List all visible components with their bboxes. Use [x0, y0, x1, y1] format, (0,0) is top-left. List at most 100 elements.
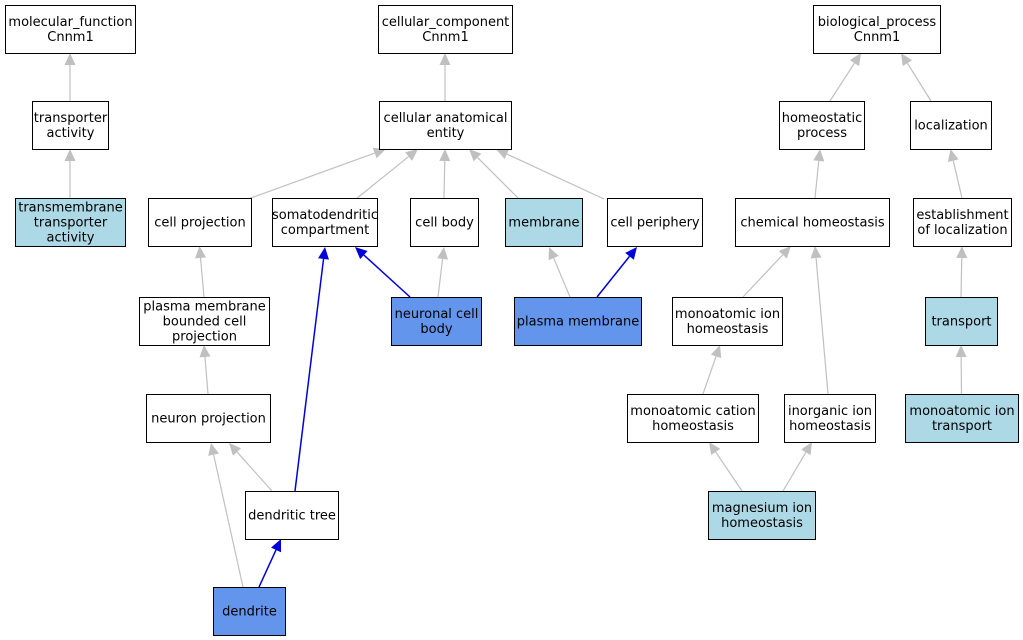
edge-dendritic_tree-to-somatodendritic_compartment [294, 247, 329, 492]
edge-neuronal_cell_body-to-somatodendritic_compartment [355, 247, 411, 298]
edge-line [782, 452, 807, 492]
arrowhead [625, 247, 637, 260]
node-box [925, 297, 998, 346]
edge-line [247, 152, 375, 200]
node-box [245, 491, 339, 540]
node-label: molecular_function [8, 15, 132, 30]
node-label: Cnnm1 [422, 30, 469, 45]
edge-cell_periphery-to-cellular_anatomical_entity [496, 149, 605, 200]
edge-line [702, 356, 717, 395]
edge-cell_body-to-cellular_anatomical_entity [439, 149, 451, 199]
edge-homeostatic_process-to-bp_root [829, 53, 861, 102]
node-cell-projection[interactable]: cell projection [148, 198, 252, 247]
node-cell-periphery[interactable]: cell periphery [607, 198, 703, 247]
node-dendritic-tree[interactable]: dendritic tree [245, 491, 339, 540]
edge-line [906, 62, 932, 102]
node-label: cell periphery [610, 216, 700, 231]
edge-line [814, 160, 820, 199]
node-label: dendritic tree [248, 509, 336, 524]
node-label: dendrite [222, 605, 277, 620]
node-label: activity [47, 126, 95, 141]
arrowhead [901, 53, 913, 67]
arrowhead [208, 443, 219, 456]
node-label: somatodendritic [272, 208, 378, 223]
node-box [627, 394, 759, 443]
node-box [15, 198, 126, 247]
node-label: neuron projection [151, 412, 266, 427]
node-label: homeostasis [721, 516, 803, 531]
edge-dendrite-to-dendritic_tree [258, 539, 281, 588]
arrowhead [496, 149, 510, 160]
arrowhead [548, 247, 559, 261]
edge-monoatomic_ion_homeostasis-to-chemical_homeostasis [742, 246, 791, 298]
node-transport[interactable]: transport [925, 297, 998, 346]
node-plasma-membrane[interactable]: plasma membrane [514, 297, 642, 346]
node-box [148, 198, 252, 247]
edge-dendrite-to-neuron_projection [208, 443, 244, 588]
edge-line [596, 255, 631, 298]
edge-plasma_membrane-to-membrane [548, 247, 571, 298]
edge-plasma_membrane-to-cell_periphery [596, 247, 637, 298]
node-localization[interactable]: localization [910, 101, 992, 150]
arrowhead [810, 246, 822, 259]
node-membrane[interactable]: membrane [505, 198, 583, 247]
node-neuron-projection[interactable]: neuron projection [146, 394, 271, 443]
node-chemical-homeostasis[interactable]: chemical homeostasis [735, 198, 890, 247]
arrowhead [439, 149, 451, 162]
edge-inorganic_ion_homeostasis-to-chemical_homeostasis [810, 246, 829, 395]
edge-line [742, 254, 784, 298]
node-label: magnesium ion [712, 501, 812, 516]
arrowhead [813, 149, 825, 162]
edge-localization-to-bp_root [901, 53, 932, 102]
node-label: bounded cell [163, 315, 247, 330]
edge-line [829, 62, 855, 102]
edge-cellular_anatomical_entity-to-cc_root [439, 53, 451, 101]
node-box [905, 394, 1019, 443]
node-box [505, 198, 583, 247]
node-label: homeostasis [687, 322, 769, 337]
node-label: inorganic ion [788, 404, 872, 419]
node-label: chemical homeostasis [740, 216, 885, 231]
node-dendrite[interactable]: dendrite [213, 587, 286, 636]
edge-line [199, 257, 205, 298]
node-box [607, 198, 703, 247]
edge-line [363, 254, 411, 298]
node-label: transporter [34, 216, 108, 231]
node-label: cell projection [154, 216, 245, 231]
arrowhead [469, 149, 482, 162]
edge-line [553, 257, 571, 298]
edge-establishment_of_localization-to-localization [947, 149, 963, 199]
arrowhead [709, 442, 721, 456]
node-label: localization [914, 119, 988, 134]
node-cell-body[interactable]: cell body [410, 198, 479, 247]
arrowhead [355, 247, 368, 260]
node-box [272, 198, 378, 247]
edge-line [443, 160, 446, 199]
arrowhead [405, 149, 418, 161]
node-box [735, 198, 890, 247]
edge-transporter_activity-to-mf_root [64, 53, 76, 101]
edge-monoatomic_ion_transport-to-transport [955, 345, 967, 395]
arrowhead [318, 247, 329, 260]
edge-membrane-to-cellular_anatomical_entity [469, 149, 520, 200]
arrowhead [372, 147, 386, 159]
node-box [32, 101, 109, 150]
node-label: Cnnm1 [854, 30, 901, 45]
node-label: monoatomic ion [909, 404, 1014, 419]
